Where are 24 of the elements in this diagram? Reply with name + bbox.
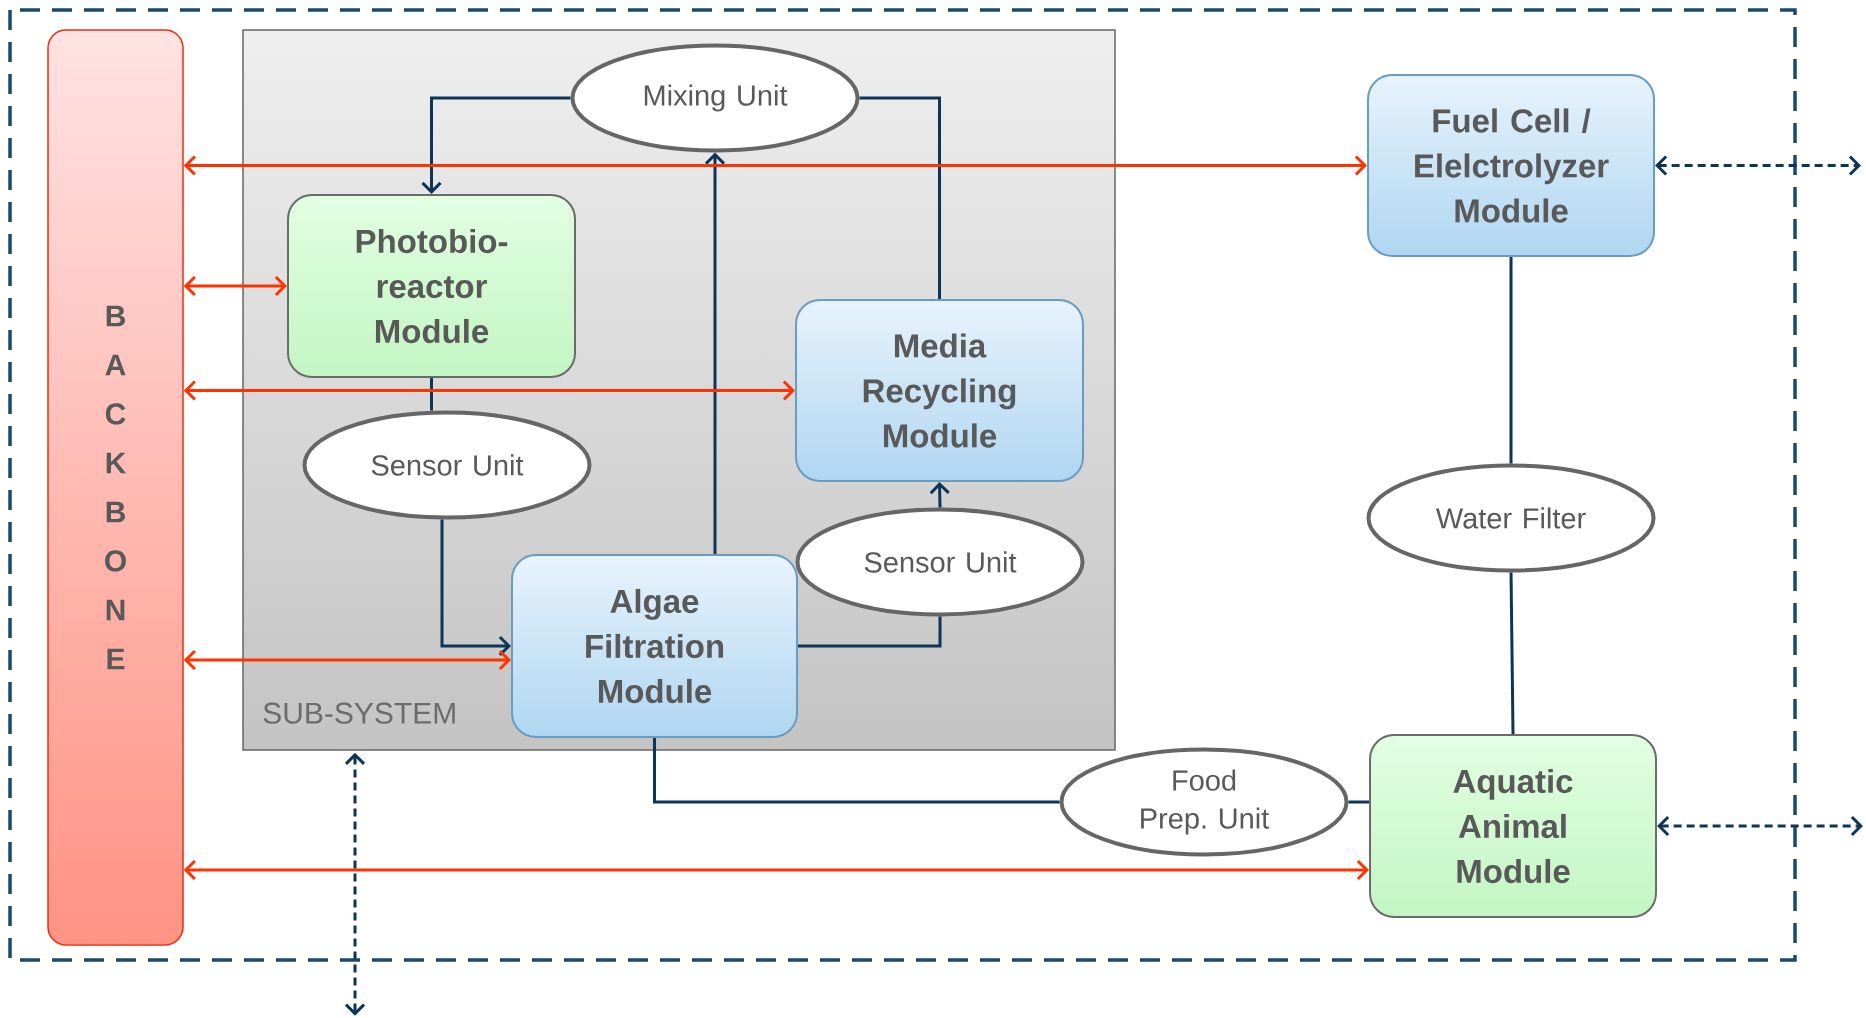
arrow xyxy=(183,859,1369,881)
arrow xyxy=(344,752,366,1016)
arrow xyxy=(183,155,1367,176)
connector-line xyxy=(653,738,1060,804)
arrow xyxy=(929,482,950,508)
connector-line xyxy=(1348,800,1369,804)
connector-line xyxy=(1509,572,1515,735)
connector-line xyxy=(430,378,433,411)
module-box: Algae Filtration Module xyxy=(511,554,798,738)
arrow xyxy=(183,649,511,671)
module-box: Fuel Cell / Elelctrolyzer Module xyxy=(1367,74,1655,257)
module-box: Media Recycling Module xyxy=(795,299,1084,482)
connector-line xyxy=(1509,257,1513,464)
arrow xyxy=(421,96,571,194)
backbone-bar: B A C K B O N E xyxy=(47,29,184,946)
module-box: Aquatic Animal Module xyxy=(1369,734,1657,918)
arrow xyxy=(1657,815,1864,837)
arrow xyxy=(1655,155,1862,176)
arrow xyxy=(704,152,726,554)
module-box: Photobio- reactor Module xyxy=(287,194,576,378)
arrow xyxy=(183,380,795,401)
arrow xyxy=(183,275,287,297)
connector-line xyxy=(798,616,942,648)
connector-line xyxy=(859,96,941,299)
